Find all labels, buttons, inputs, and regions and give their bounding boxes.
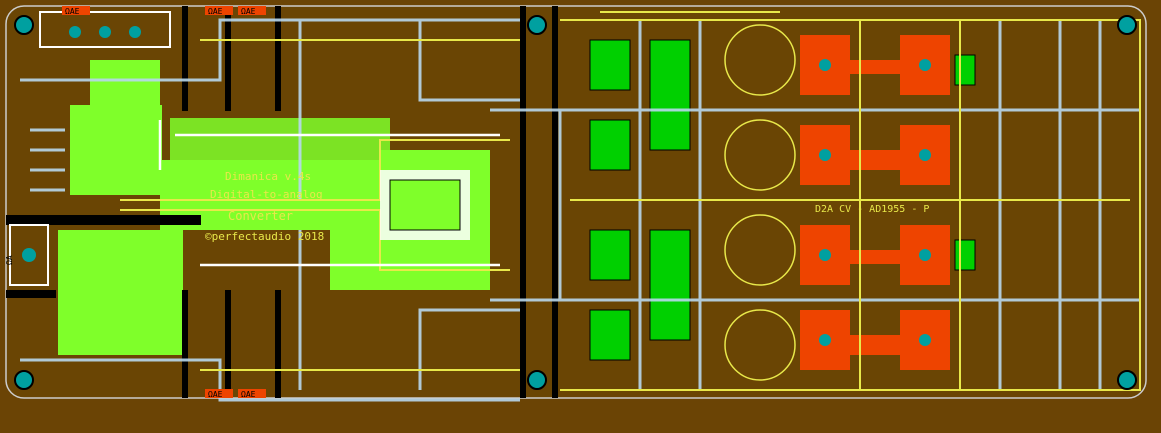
connector-label-top-2: ΩAE xyxy=(208,7,223,16)
connector-label-top-1: ΩAE xyxy=(65,7,80,16)
connector-labels: ΩAE ΩAE ΩAE ΩAE ΩAE ΩA xyxy=(5,6,266,399)
traces-bottom-layer xyxy=(20,18,1140,402)
mounting-holes xyxy=(14,15,1137,390)
black-channels xyxy=(6,6,558,398)
board-copyright: ©perfectaudio 2018 xyxy=(205,230,324,243)
connector-label-bottom-1: ΩAE xyxy=(208,390,223,399)
connector-label-top-3: ΩAE xyxy=(241,7,256,16)
connector-top-left xyxy=(39,11,171,48)
connector-pins-right xyxy=(819,59,931,346)
part-number: D2A CV - AD1955 - P xyxy=(815,204,929,215)
connector-label-left: ΩA xyxy=(5,255,14,265)
dac-chip xyxy=(380,170,470,240)
connector-bottom-left xyxy=(9,224,49,286)
electrolytic-capacitors xyxy=(724,24,796,381)
board-title-line3: Converter xyxy=(228,209,293,223)
board-title-line1: Dimanica v.4s xyxy=(225,170,311,183)
connector-label-bottom-2: ΩAE xyxy=(241,390,256,399)
copper-pour-left xyxy=(58,60,490,355)
board-title-line2: Digital-to-analog xyxy=(210,188,323,201)
traces-white xyxy=(158,120,500,267)
